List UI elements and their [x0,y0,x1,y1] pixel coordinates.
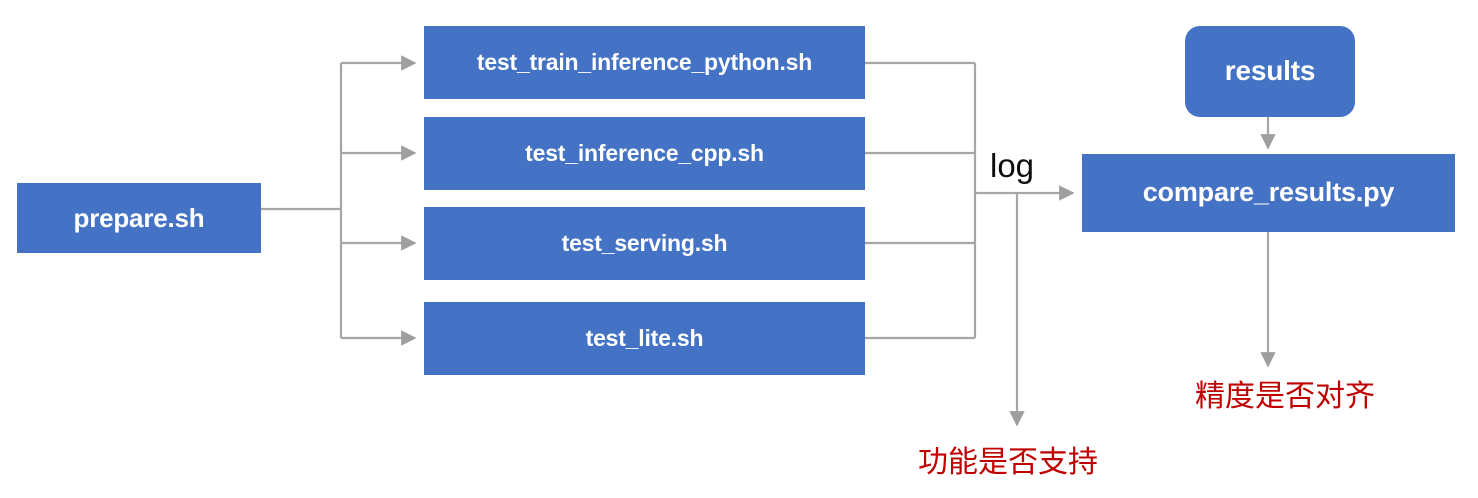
node-test-serving-sh[interactable]: test_serving.sh [424,207,865,280]
node-compare-results-py[interactable]: compare_results.py [1082,154,1455,232]
node-label: test_serving.sh [561,229,728,256]
node-label: compare_results.py [1142,177,1395,208]
node-label: test_inference_cpp.sh [525,139,764,166]
node-label: test_lite.sh [585,324,704,351]
node-label: prepare.sh [73,202,205,233]
note-function-supported: 功能是否支持 [918,445,1098,480]
node-test-inference-cpp-sh[interactable]: test_inference_cpp.sh [424,117,865,190]
edge-label-log: log [990,147,1035,184]
node-test-train-inference-python-sh[interactable]: test_train_inference_python.sh [424,26,865,99]
node-test-lite-sh[interactable]: test_lite.sh [424,302,865,375]
node-label: results [1224,55,1316,87]
node-results[interactable]: results [1185,26,1355,117]
node-label: test_train_inference_python.sh [476,48,813,75]
note-precision-aligned: 精度是否对齐 [1195,379,1375,414]
node-prepare-sh[interactable]: prepare.sh [17,183,261,253]
